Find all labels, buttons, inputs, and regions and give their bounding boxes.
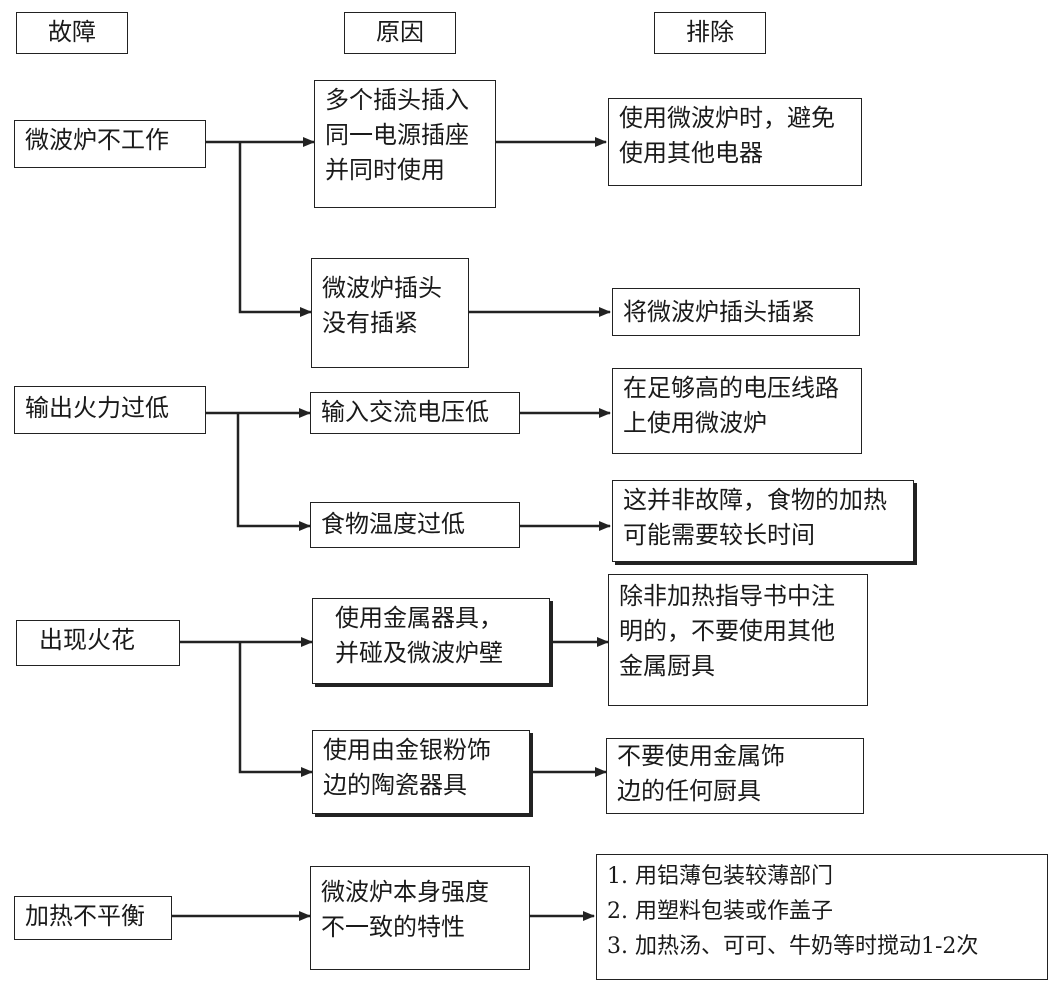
fix-box: 不要使用金属饰 边的任何厨具 [606, 738, 864, 814]
fault-box: 微波炉不工作 [14, 120, 206, 168]
fault-box: 输出火力过低 [14, 386, 206, 434]
fix-line: 使用其他电器 [619, 138, 763, 167]
fix-line: 除非加热指导书中注 [619, 582, 835, 610]
cause-line: 输入交流电压低 [321, 398, 489, 426]
fix-line: 边的任何厨具 [617, 776, 761, 805]
fix-line: 可能需要较长时间 [623, 520, 815, 549]
fix-line: 上使用微波炉 [623, 408, 767, 437]
cause-box: 输入交流电压低 [310, 392, 520, 434]
cause-line: 没有插紧 [322, 308, 418, 337]
header-fault: 故障 [16, 12, 128, 54]
cause-box: 食物温度过低 [310, 502, 520, 548]
cause-line: 微波炉本身强度 [321, 878, 489, 906]
fix-line: 将微波炉插头插紧 [623, 298, 815, 326]
header-fix: 排除 [654, 12, 766, 54]
cause-line: 微波炉插头 [322, 274, 442, 302]
cause-line: 使用由金银粉饰 [323, 736, 491, 764]
fix-line: 2. 用塑料包装或作盖子 [607, 899, 833, 925]
fix-line: 在足够高的电压线路 [623, 374, 839, 402]
fix-line: 3. 加热汤、可可、牛奶等时搅动1-2次 [607, 934, 979, 960]
fix-line: 1. 用铝薄包装较薄部门 [607, 864, 833, 889]
fix-box: 除非加热指导书中注 明的，不要使用其他 金属厨具 [608, 574, 868, 706]
fix-box: 这并非故障，食物的加热 可能需要较长时间 [612, 480, 914, 562]
fix-line: 使用微波炉时，避免 [619, 104, 835, 132]
fix-line: 这并非故障，食物的加热 [623, 486, 887, 514]
cause-box: 使用金属器具， 并碰及微波炉壁 [312, 598, 550, 684]
cause-line: 食物温度过低 [321, 510, 465, 538]
header-cause: 原因 [344, 12, 456, 54]
cause-box: 多个插头插入 同一电源插座 并同时使用 [314, 80, 496, 208]
cause-line: 多个插头插入 [325, 86, 469, 114]
cause-line: 不一致的特性 [321, 912, 465, 941]
cause-line: 使用金属器具， [335, 604, 503, 632]
fix-box: 将微波炉插头插紧 [612, 288, 860, 336]
cause-line: 并同时使用 [325, 155, 445, 184]
cause-line: 同一电源插座 [325, 120, 469, 149]
cause-line: 并碰及微波炉壁 [335, 638, 503, 667]
fix-box: 1. 用铝薄包装较薄部门 2. 用塑料包装或作盖子 3. 加热汤、可可、牛奶等时… [596, 854, 1048, 980]
link-fault2-cause2 [236, 413, 311, 531]
fault-box: 加热不平衡 [14, 896, 172, 940]
fix-line: 金属厨具 [619, 651, 715, 680]
link-fault1-cause2 [238, 142, 312, 317]
link-fault3-cause2 [238, 642, 313, 777]
fix-box: 使用微波炉时，避免 使用其他电器 [608, 98, 862, 186]
cause-box: 微波炉插头 没有插紧 [311, 258, 469, 368]
cause-box: 微波炉本身强度 不一致的特性 [310, 866, 530, 970]
fix-line: 不要使用金属饰 [617, 742, 785, 770]
fault-box: 出现火花 [16, 620, 180, 666]
cause-line: 边的陶瓷器具 [323, 770, 467, 799]
fix-line: 明的，不要使用其他 [619, 616, 835, 645]
fix-box: 在足够高的电压线路 上使用微波炉 [612, 368, 862, 454]
cause-box: 使用由金银粉饰 边的陶瓷器具 [312, 730, 530, 814]
